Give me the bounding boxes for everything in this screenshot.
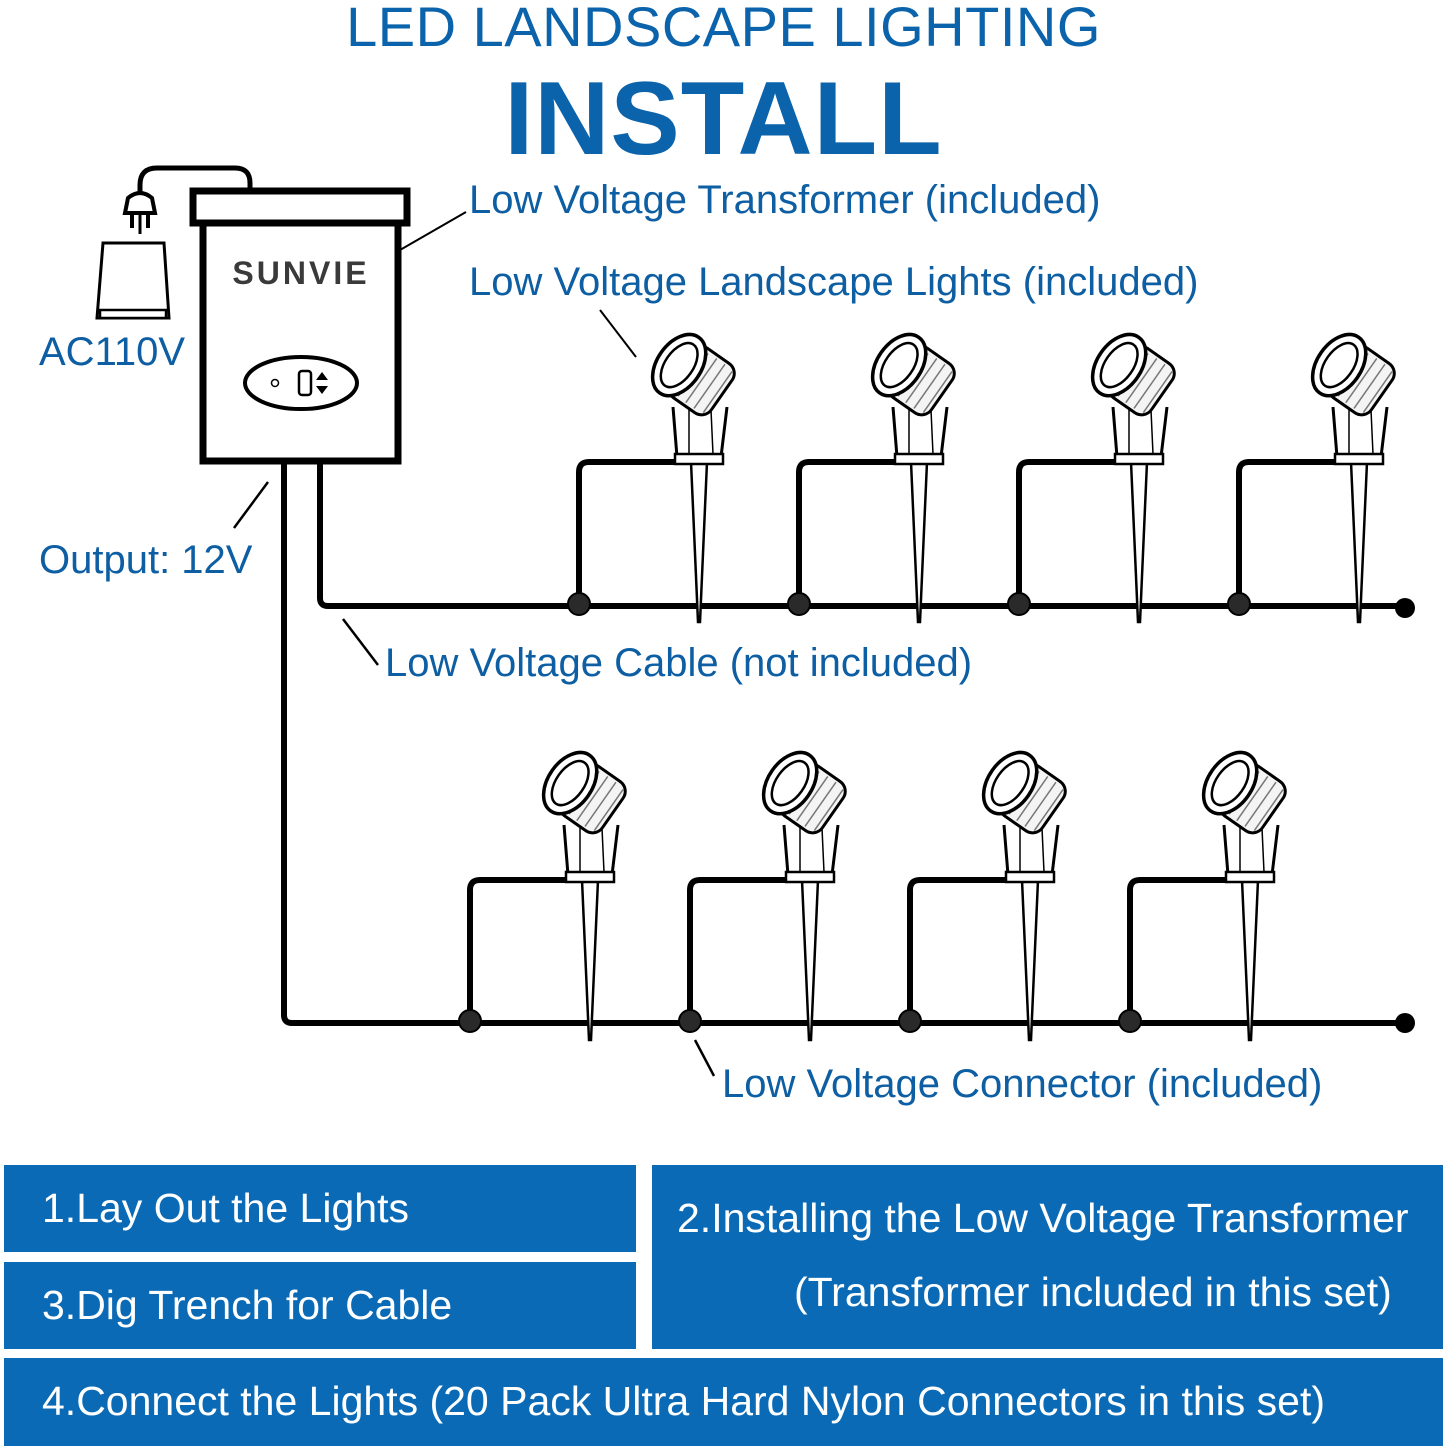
output-leader-line [232, 481, 270, 529]
connector-leader-line [693, 1039, 716, 1077]
branch-wire [1236, 459, 1337, 604]
connector-label: Low Voltage Connector (included) [722, 1062, 1323, 1106]
landscape-spotlight-icon [750, 740, 855, 1042]
cable-end-cap [1395, 1013, 1415, 1033]
step-1-box: 1.Lay Out the Lights [4, 1165, 636, 1252]
upper-cable-wire [317, 461, 1405, 609]
branch-wire [687, 877, 788, 1021]
main-title-heading: INSTALL [504, 61, 943, 177]
cable-label: Low Voltage Cable (not included) [385, 641, 973, 685]
wire-connector-icon [567, 592, 591, 616]
branch-wire [467, 877, 568, 1021]
input-voltage-label: AC110V [39, 330, 186, 374]
step-3-text: 3.Dig Trench for Cable [42, 1282, 453, 1328]
step-4-text: 4.Connect the Lights (20 Pack Ultra Hard… [42, 1378, 1325, 1424]
transformer-box-icon [189, 187, 411, 465]
output-voltage-label: Output: 12V [39, 538, 253, 582]
wall-outlet-icon [95, 241, 171, 320]
landscape-spotlight-icon [530, 740, 635, 1042]
wiring-diagram: SUNVIE [95, 165, 1415, 1077]
wire-connector-icon [1118, 1009, 1142, 1033]
cable-end-cap [1395, 598, 1415, 618]
step-1-text: 1.Lay Out the Lights [42, 1185, 409, 1231]
lights-label: Low Voltage Landscape Lights (included) [469, 260, 1199, 304]
branch-wire [796, 459, 897, 604]
power-plug-icon [122, 165, 253, 234]
lights-leader-line [599, 309, 637, 358]
wire-connector-icon [1227, 592, 1251, 616]
subtitle-heading: LED LANDSCAPE LIGHTING [346, 0, 1101, 58]
transformer-label: Low Voltage Transformer (included) [469, 178, 1101, 222]
branch-wire [1016, 459, 1117, 604]
landscape-spotlight-icon [639, 322, 744, 624]
step-2-text: 2.Installing the Low Voltage Transformer [677, 1195, 1409, 1241]
wire-connector-icon [787, 592, 811, 616]
transformer-leader-line [399, 211, 467, 251]
step-3-box: 3.Dig Trench for Cable [4, 1262, 636, 1349]
wire-connector-icon [458, 1009, 482, 1033]
step-4-box: 4.Connect the Lights (20 Pack Ultra Hard… [4, 1358, 1443, 1446]
branch-wire [907, 877, 1008, 1021]
wire-connector-icon [678, 1009, 702, 1033]
landscape-spotlight-icon [1079, 322, 1184, 624]
lower-cable-wire [281, 461, 1405, 1026]
branch-wire [1127, 877, 1228, 1021]
brand-logo: SUNVIE [232, 255, 369, 291]
landscape-spotlight-icon [859, 322, 964, 624]
wire-connector-icon [1007, 592, 1031, 616]
landscape-spotlight-icon [970, 740, 1075, 1042]
cable-leader-line [342, 618, 379, 666]
step-2-subtext: (Transformer included in this set) [794, 1269, 1392, 1315]
wire-connector-icon [898, 1009, 922, 1033]
branch-wire [576, 459, 677, 604]
landscape-spotlight-icon [1190, 740, 1295, 1042]
landscape-spotlight-icon [1299, 322, 1404, 624]
step-2-box: 2.Installing the Low Voltage Transformer… [652, 1165, 1443, 1349]
